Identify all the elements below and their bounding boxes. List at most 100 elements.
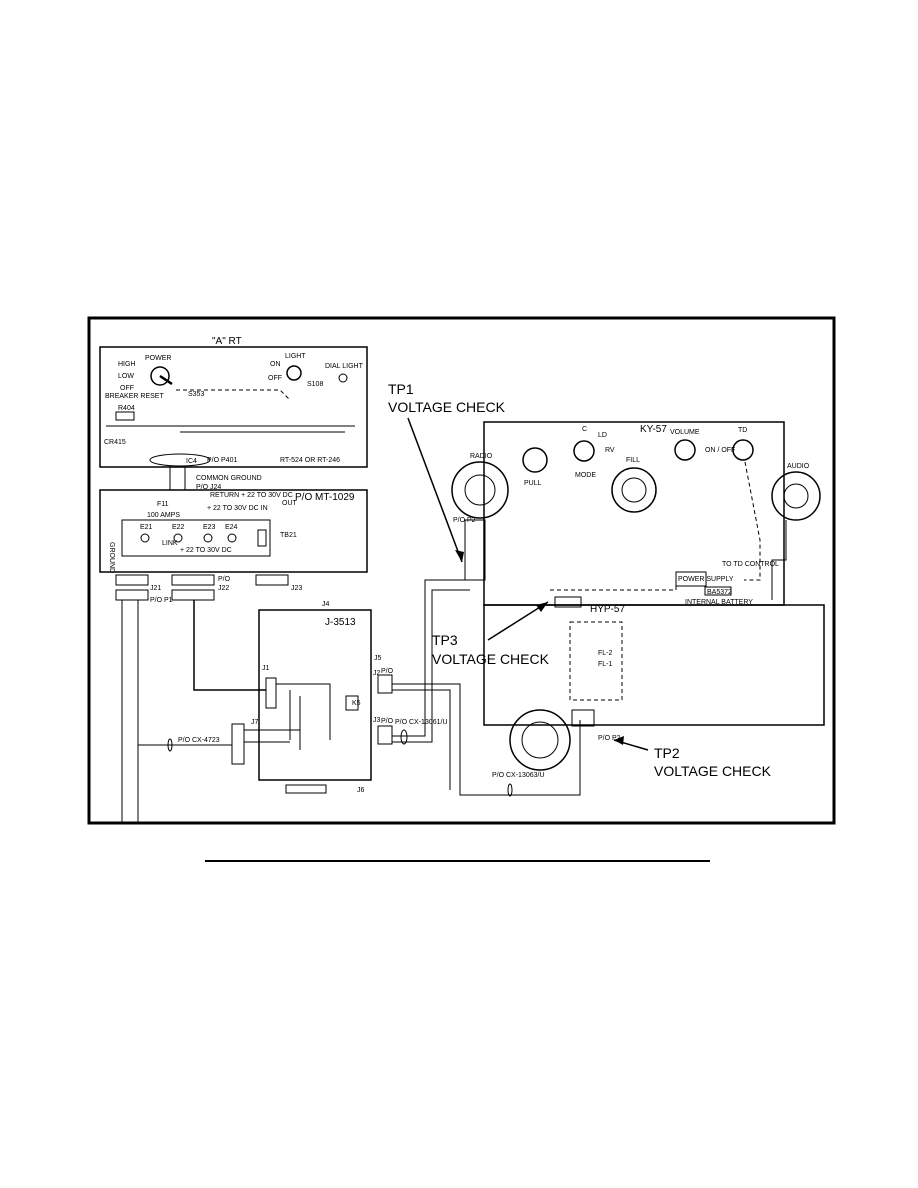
internal-battery-label: INTERNAL BATTERY (685, 599, 753, 606)
tp2-callout: TP2 VOLTAGE CHECK (613, 736, 772, 779)
tb21-label: TB21 (280, 532, 297, 539)
j3-label: J3 (373, 717, 381, 724)
figure-frame (87, 316, 836, 825)
cr415-label: CR415 (104, 439, 126, 446)
j6-label: J6 (357, 787, 365, 794)
fill-label: FILL (626, 457, 640, 464)
on-off-label: ON / OFF (705, 447, 735, 454)
r404-label: R404 (118, 405, 135, 412)
power-switch-knob-icon (150, 366, 170, 386)
rt-title: "A" RT (212, 336, 242, 347)
audio-label: AUDIO (787, 463, 810, 470)
cx13063-label: P/O CX-13063/U (492, 772, 545, 779)
pull-label: PULL (524, 480, 542, 487)
po-j24-label: P/O J24 (196, 484, 221, 491)
j23-label: J23 (291, 585, 302, 592)
ky-title: KY-57 (640, 424, 667, 435)
common-ground-label: COMMON GROUND (196, 475, 262, 482)
mode-knob-icon (573, 440, 595, 462)
radio-connector-icon (451, 461, 509, 519)
light-off-label: OFF (268, 375, 282, 382)
cable-cx4723-icon (167, 738, 173, 752)
mode-label: MODE (575, 472, 596, 479)
j7-label: J7 (251, 719, 259, 726)
terminal-tb21 (257, 529, 267, 547)
power-label: POWER (145, 355, 171, 362)
s353-label: S353 (188, 391, 204, 398)
td-control-label: TO TD CONTROL (722, 561, 779, 568)
e22-label: E22 (172, 524, 185, 531)
p1-label: P/O P1 (150, 597, 173, 604)
separator-line (205, 860, 710, 862)
filter-block (569, 621, 623, 701)
e23-label: E23 (203, 524, 216, 531)
audio-connector-icon (771, 471, 821, 521)
j4-label: J4 (322, 601, 330, 608)
mt-connectors: J21 J22 P/O J23 P/O P1 (115, 574, 302, 604)
fill-selector-knob-icon (522, 447, 548, 473)
e24-label: E24 (225, 524, 238, 531)
power-supply-label: POWER SUPPLY (678, 576, 734, 583)
mt-1029-unit: P/O MT-1029 RETURN + 22 TO 30V DC OUT + … (99, 489, 368, 573)
ba5372-label: BA5372 (707, 589, 732, 596)
hyp-title: HYP-57 (590, 604, 625, 615)
return-label: RETURN + 22 TO 30V DC (210, 492, 293, 499)
ic4-label: IC4 (186, 458, 197, 465)
k5-label: K5 (352, 700, 361, 707)
off-label: OFF (120, 385, 134, 392)
amps-label: 100 AMPS (147, 512, 180, 519)
cx13061-label: P/O CX-13061/U (395, 719, 448, 726)
j3513-title: J-3513 (325, 617, 356, 628)
ground-label: GROUND (108, 542, 115, 573)
breaker-reset-label: BREAKER RESET (105, 393, 164, 400)
tp1-label: TP1 (388, 381, 414, 397)
dc-label: + 22 TO 30V DC (180, 547, 232, 554)
td-label: TD (738, 427, 747, 434)
low-label: LOW (118, 373, 134, 380)
link-label: LINK (162, 540, 178, 547)
in-label: + 22 TO 30V DC IN (207, 505, 268, 512)
j1-label: J1 (262, 665, 270, 672)
volume-label: VOLUME (670, 429, 700, 436)
volume-knob-icon (674, 439, 696, 461)
td-knob-icon (732, 439, 754, 461)
high-label: HIGH (118, 361, 136, 368)
e21-label: E21 (140, 524, 153, 531)
j5-label: J5 (374, 655, 382, 662)
po-p401-label: P/O P401 (207, 457, 237, 464)
tp3-label: TP3 (432, 632, 458, 648)
dial-light-label: DIAL LIGHT (325, 363, 364, 370)
j22-label: J22 (218, 585, 229, 592)
j21-label: J21 (150, 585, 161, 592)
hyp-connector-icon (509, 709, 571, 771)
fl2-label: FL-2 (598, 650, 613, 657)
tp1-voltage-check: VOLTAGE CHECK (388, 399, 506, 415)
ky-po-p2-label: P/O P2 (453, 517, 476, 524)
dial-lamp-icon (338, 373, 348, 383)
terminal-board (121, 519, 271, 557)
power-supply-box (675, 571, 707, 587)
radio-label: RADIO (470, 453, 493, 460)
j2-label: J2 (373, 670, 381, 677)
light-label: LIGHT (285, 353, 306, 360)
cx4723-label: P/O CX-4723 (178, 737, 220, 744)
resistor-r404 (115, 411, 135, 421)
out-label: OUT (282, 500, 298, 507)
light-on-label: ON (270, 361, 281, 368)
hyp-57-unit: HYP-57 FL-2 FL-1 P/O P2 (483, 596, 825, 771)
tp3-voltage-check: VOLTAGE CHECK (432, 651, 550, 667)
ld-label: LD (598, 432, 607, 439)
tp2-voltage-check: VOLTAGE CHECK (654, 763, 772, 779)
f11-label: F11 (157, 501, 169, 508)
tp3-callout: TP3 VOLTAGE CHECK (432, 601, 550, 667)
po-label: P/O (218, 576, 231, 583)
light-switch-icon (286, 365, 302, 381)
j3-po-label: P/O (381, 718, 394, 725)
c-label: C (582, 426, 587, 433)
fill-connector-icon (611, 467, 657, 513)
rv-label: RV (605, 447, 615, 454)
rt-model-label: RT-524 OR RT-246 (280, 457, 340, 464)
rt-unit: "A" RT POWER HIGH LOW OFF BREAKER RESET … (99, 336, 368, 468)
mt-title: P/O MT-1029 (295, 492, 355, 503)
